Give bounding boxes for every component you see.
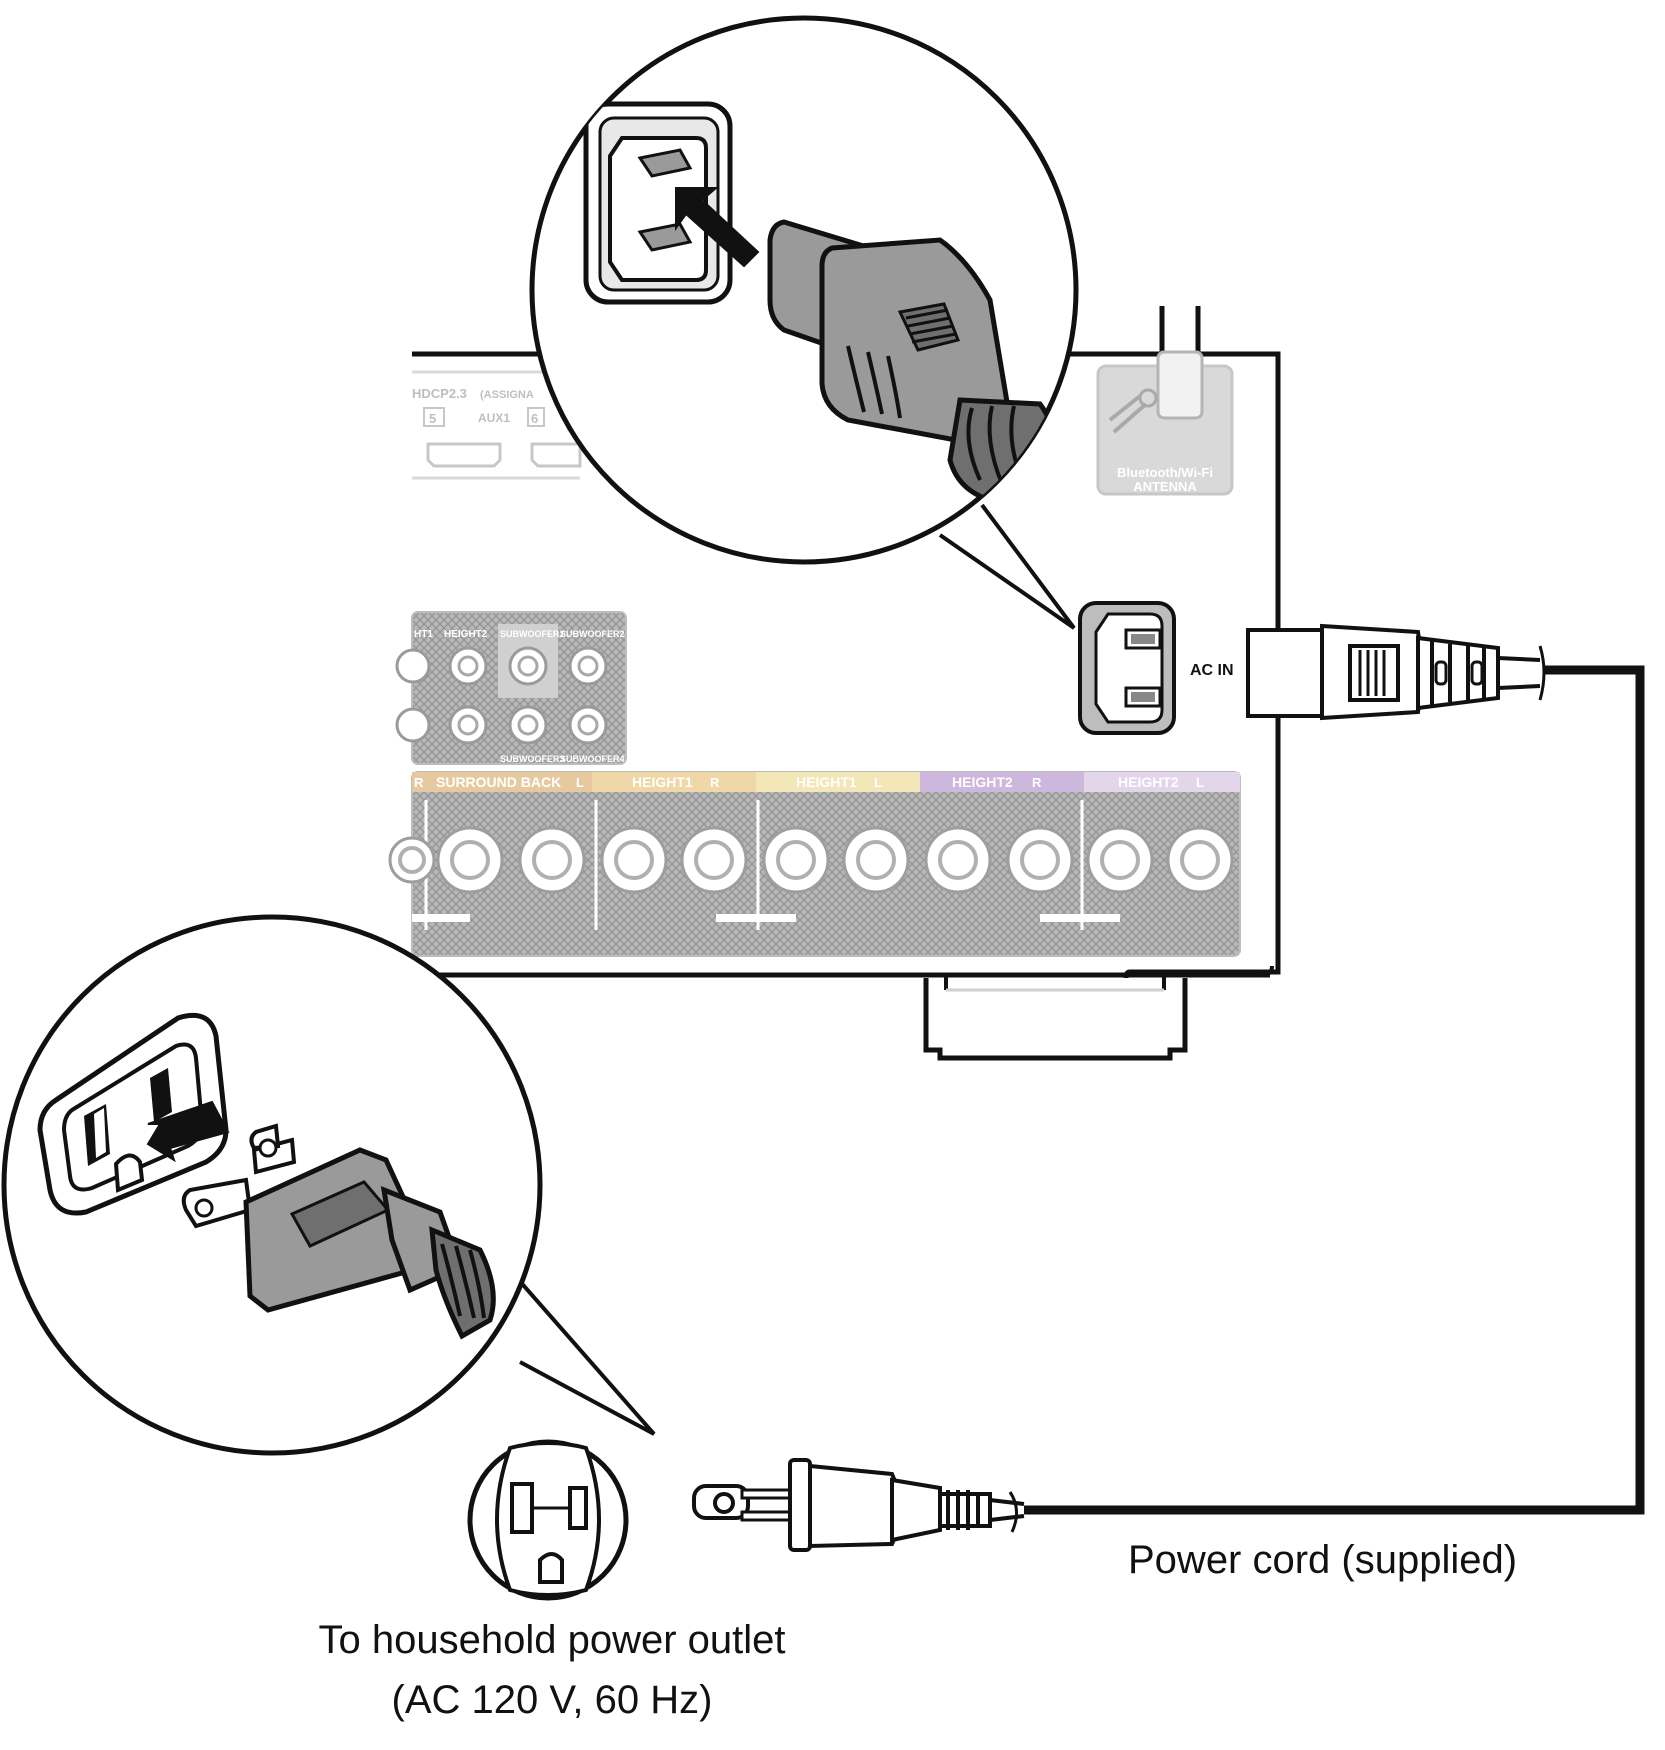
outlet-caption-line1: To household power outlet — [318, 1618, 786, 1662]
hdmi-6-label: 6 — [531, 411, 538, 426]
antenna-label-line1: Bluetooth/Wi-Fi — [1117, 465, 1213, 480]
spk-height1-l-label: HEIGHT1 — [796, 774, 857, 790]
spk-height2-l-label: HEIGHT2 — [1118, 774, 1179, 790]
hdmi-aux1-label: AUX1 — [478, 411, 510, 425]
preout-subwoofer-block: HT1 HEIGHT2 SUBWOOFER1 SUBWOOFER2 SUBWOO… — [395, 611, 627, 765]
speaker-terminal — [388, 836, 436, 884]
preout-sub1-label: SUBWOOFER1 — [500, 629, 565, 639]
speaker-terminal-core — [938, 840, 978, 880]
speaker-terminal — [924, 826, 992, 894]
antenna-label-line2: ANTENNA — [1133, 479, 1197, 494]
speaker-terminals: R SURROUND BACK L HEIGHT1 R HEIGHT1 L HE… — [388, 771, 1241, 957]
speaker-terminal-core — [532, 840, 572, 880]
preout-height1-label: HT1 — [414, 629, 433, 640]
speaker-terminal-core — [1180, 840, 1220, 880]
preout-height2-label: HEIGHT2 — [444, 629, 488, 640]
spk-sb-l-label: L — [576, 775, 584, 790]
power-cord-caption: Power cord (supplied) — [1128, 1538, 1518, 1582]
speaker-terminal-core — [1100, 840, 1140, 880]
spk-height1-r-label: HEIGHT1 — [632, 774, 693, 790]
speaker-terminal-core — [1020, 840, 1060, 880]
spk-height2-r-ch: R — [1032, 775, 1042, 790]
ac-in-label: AC IN — [1190, 662, 1234, 679]
preout-sub4-label: SUBWOOFER4 — [560, 754, 625, 764]
spk-height2-l-ch: L — [1196, 775, 1204, 790]
spk-height1-r-ch: R — [710, 775, 720, 790]
spk-surround-back-label: SURROUND BACK — [436, 774, 561, 790]
insert-arrow-icon — [675, 187, 760, 268]
iec-plug[interactable] — [1246, 623, 1546, 721]
wall-plug[interactable] — [692, 1458, 1025, 1552]
insert-arrow-icon-2 — [146, 1100, 230, 1163]
bluetooth-wifi-antenna: Bluetooth/Wi-Fi ANTENNA — [1096, 306, 1234, 496]
assign-label: (ASSIGNA — [480, 389, 534, 401]
speaker-terminal-core — [398, 846, 426, 874]
preout-sub3-label: SUBWOOFER3 — [500, 754, 565, 764]
callout-inlet-detail — [529, 15, 1079, 630]
speaker-terminal — [518, 826, 586, 894]
speaker-terminal-core — [614, 840, 654, 880]
spk-height2-r-label: HEIGHT2 — [952, 774, 1013, 790]
speaker-terminal-core — [776, 840, 816, 880]
outlet-caption-line2: (AC 120 V, 60 Hz) — [391, 1678, 713, 1722]
speaker-terminal — [1166, 826, 1234, 894]
hdcp-label: HDCP2.3 — [412, 386, 467, 401]
preout-sub2-label: SUBWOOFER2 — [560, 629, 625, 639]
callout-outlet-detail — [1, 914, 656, 1456]
wall-outlet[interactable] — [467, 1439, 629, 1601]
speaker-terminal — [1086, 826, 1154, 894]
power-cord — [1024, 665, 1645, 1515]
receiver-rear-panel: HDCP2.3 (ASSIGNA 5 AUX1 6 Bluetooth/Wi-F… — [388, 306, 1281, 1061]
speaker-terminal — [680, 826, 748, 894]
speaker-terminal-core — [856, 840, 896, 880]
hdmi-inputs-area: HDCP2.3 (ASSIGNA 5 AUX1 6 — [412, 370, 582, 480]
speaker-terminal — [436, 826, 504, 894]
spk-height1-l-ch: L — [874, 775, 882, 790]
speaker-terminal — [1006, 826, 1074, 894]
speaker-terminal-core — [694, 840, 734, 880]
speaker-terminal — [842, 826, 910, 894]
speaker-terminal-core — [450, 840, 490, 880]
ac-in-inlet[interactable] — [1078, 601, 1176, 735]
spk-r-label: R — [414, 775, 424, 790]
speaker-terminal — [762, 826, 830, 894]
speaker-terminal — [600, 826, 668, 894]
hdmi-5-label: 5 — [429, 411, 436, 426]
